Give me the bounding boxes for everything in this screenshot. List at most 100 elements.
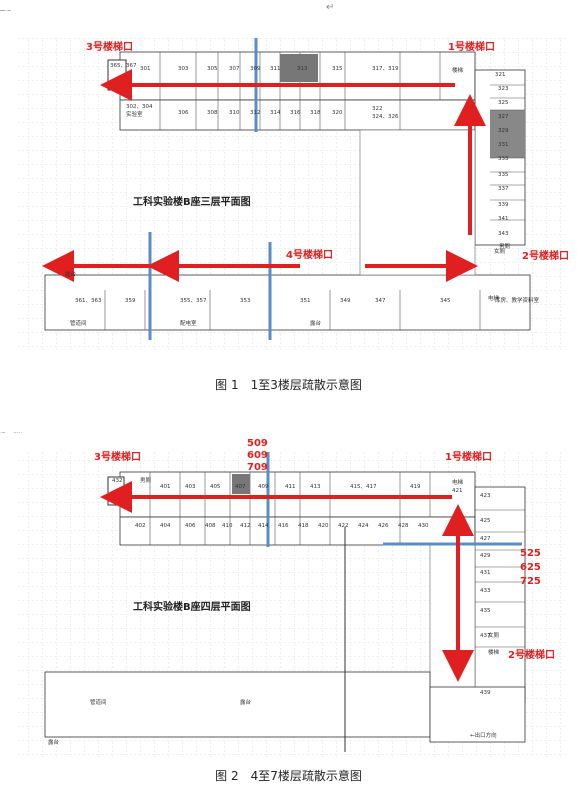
label-stair2: 2号楼梯口 [522, 249, 569, 262]
room-label: 女厕 [494, 247, 506, 255]
room-label: 401 [160, 484, 171, 490]
room-label: 432 [112, 478, 123, 484]
floor-plan-3: 3号楼梯口 1号楼梯口 2号楼梯口 4号楼梯口 工科实验楼B座三层平面图 301… [0, 10, 569, 350]
label-stair3: 3号楼梯口 [86, 40, 133, 53]
room-label: 410 [222, 523, 233, 529]
room-label: 323 [498, 86, 509, 92]
room-label: 420 [318, 523, 329, 529]
room-label: 管道间 [70, 319, 87, 327]
room-label: 303 [178, 66, 189, 72]
room-label: 353 [240, 298, 251, 304]
room-label: 308 [207, 110, 218, 116]
room-label: 339 [498, 202, 509, 208]
room-label: 407 [235, 484, 246, 490]
room-label: 306 [178, 110, 189, 116]
room-label: 430 [418, 523, 429, 529]
room-label: 露台 [0, 10, 12, 12]
room-label: 318 [310, 110, 321, 116]
label2-stair2: 2号楼梯口 [508, 648, 555, 661]
room-label: 427 [480, 536, 491, 542]
room-label: 403 [185, 484, 196, 490]
room-label: 管道间 [90, 698, 107, 706]
room-label: 露台 [310, 319, 322, 327]
floors-top-3: 709 [247, 462, 268, 473]
room-label: 409 [258, 484, 269, 490]
room-label: 355、357 [180, 298, 207, 304]
room-label: 320 [332, 110, 343, 116]
room-label: 楼梯 [488, 648, 500, 656]
room-label: 408 [205, 523, 216, 529]
room-label: 322 [372, 106, 383, 112]
room-label: 341 [498, 216, 509, 222]
room-label: 413 [310, 484, 321, 490]
room-label: 317、319 [372, 66, 399, 72]
label2-stair1: 1号楼梯口 [445, 450, 492, 463]
room-label: 321 [495, 72, 506, 78]
room-label: 302、304 [126, 104, 153, 110]
room-label: 327 [498, 114, 509, 120]
room-label: 329 [498, 128, 509, 134]
room-label: 428 [398, 523, 409, 529]
floors-right-2: 625 [520, 562, 541, 573]
room-label: 310 [229, 110, 240, 116]
room-label: 425 [480, 518, 491, 524]
room-label: 335 [498, 172, 509, 178]
room-label: 421 [452, 488, 463, 494]
room-label: 426 [378, 523, 389, 529]
room-label: 配电室 [180, 319, 197, 327]
floors-top-2: 609 [247, 450, 268, 461]
room-label: 333 [498, 156, 509, 162]
label-stair4: 4号楼梯口 [286, 248, 333, 261]
room-label: 露台 [48, 738, 60, 746]
room-label: 405 [210, 484, 221, 490]
room-label: 331 [498, 142, 509, 148]
room-label: 433 [480, 588, 491, 594]
room-label: 422 [338, 523, 349, 529]
room-label: 351 [300, 298, 311, 304]
label-stair1: 1号楼梯口 [448, 40, 495, 53]
label2-stair3: 3号楼梯口 [94, 450, 141, 463]
room-label: 通道 [0, 10, 12, 12]
room-label: 露台 [240, 698, 252, 706]
floors-right-3: 725 [520, 576, 541, 587]
room-label: 411 [285, 484, 296, 490]
plan-title-4: 工科实验楼B座四层平面图 [133, 600, 251, 613]
room-label: 309 [250, 66, 261, 72]
caption-fig2: 图 2 4至7楼层疏散示意图 [215, 769, 362, 783]
room-label: ←出口方向 [470, 731, 497, 739]
room-label: 库房、教学资料室 [495, 296, 540, 304]
room-label: 429 [480, 553, 491, 559]
floors-right-1: 525 [520, 548, 541, 559]
paragraph-mark: ↵ [326, 2, 335, 13]
room-label: 楼梯 [452, 66, 464, 74]
room-label: 电梯 [488, 294, 500, 302]
room-label: 343 [498, 231, 509, 237]
floor-plan-4: 3号楼梯口 1号楼梯口 2号楼梯口 509 609 709 525 625 72… [0, 432, 568, 757]
room-label: 男厕 [140, 477, 152, 484]
room-label: 359 [125, 298, 136, 304]
plan-title-3: 工科实验楼B座三层平面图 [133, 195, 251, 208]
room-label: 416 [278, 523, 289, 529]
room-label: 418 [298, 523, 309, 529]
floors-top-1: 509 [247, 438, 268, 449]
room-label: 347 [375, 298, 386, 304]
room-label: 女厕 [488, 631, 500, 639]
room-label: 314 [270, 110, 281, 116]
room-label: 露台 [65, 270, 77, 278]
room-label: 402 [135, 523, 146, 529]
room-label: 305 [207, 66, 218, 72]
room-label: 414 [258, 523, 269, 529]
room-label: 439 [480, 690, 491, 696]
room-label: 337 [498, 186, 509, 192]
room-label: 电梯 [452, 478, 464, 486]
room-label: 325 [498, 100, 509, 106]
room-label: 通A1楼梯→ [0, 432, 29, 434]
room-label: 419 [410, 484, 421, 490]
caption-fig1: 图 1 1至3楼层疏散示意图 [215, 378, 362, 392]
room-label: 435 [480, 608, 491, 614]
room-label: 313 [297, 66, 308, 72]
room-label: 404 [160, 523, 171, 529]
room-label: 实验室 [126, 110, 143, 118]
room-label: 412 [240, 523, 251, 529]
room-label: 361、363 [75, 298, 102, 304]
